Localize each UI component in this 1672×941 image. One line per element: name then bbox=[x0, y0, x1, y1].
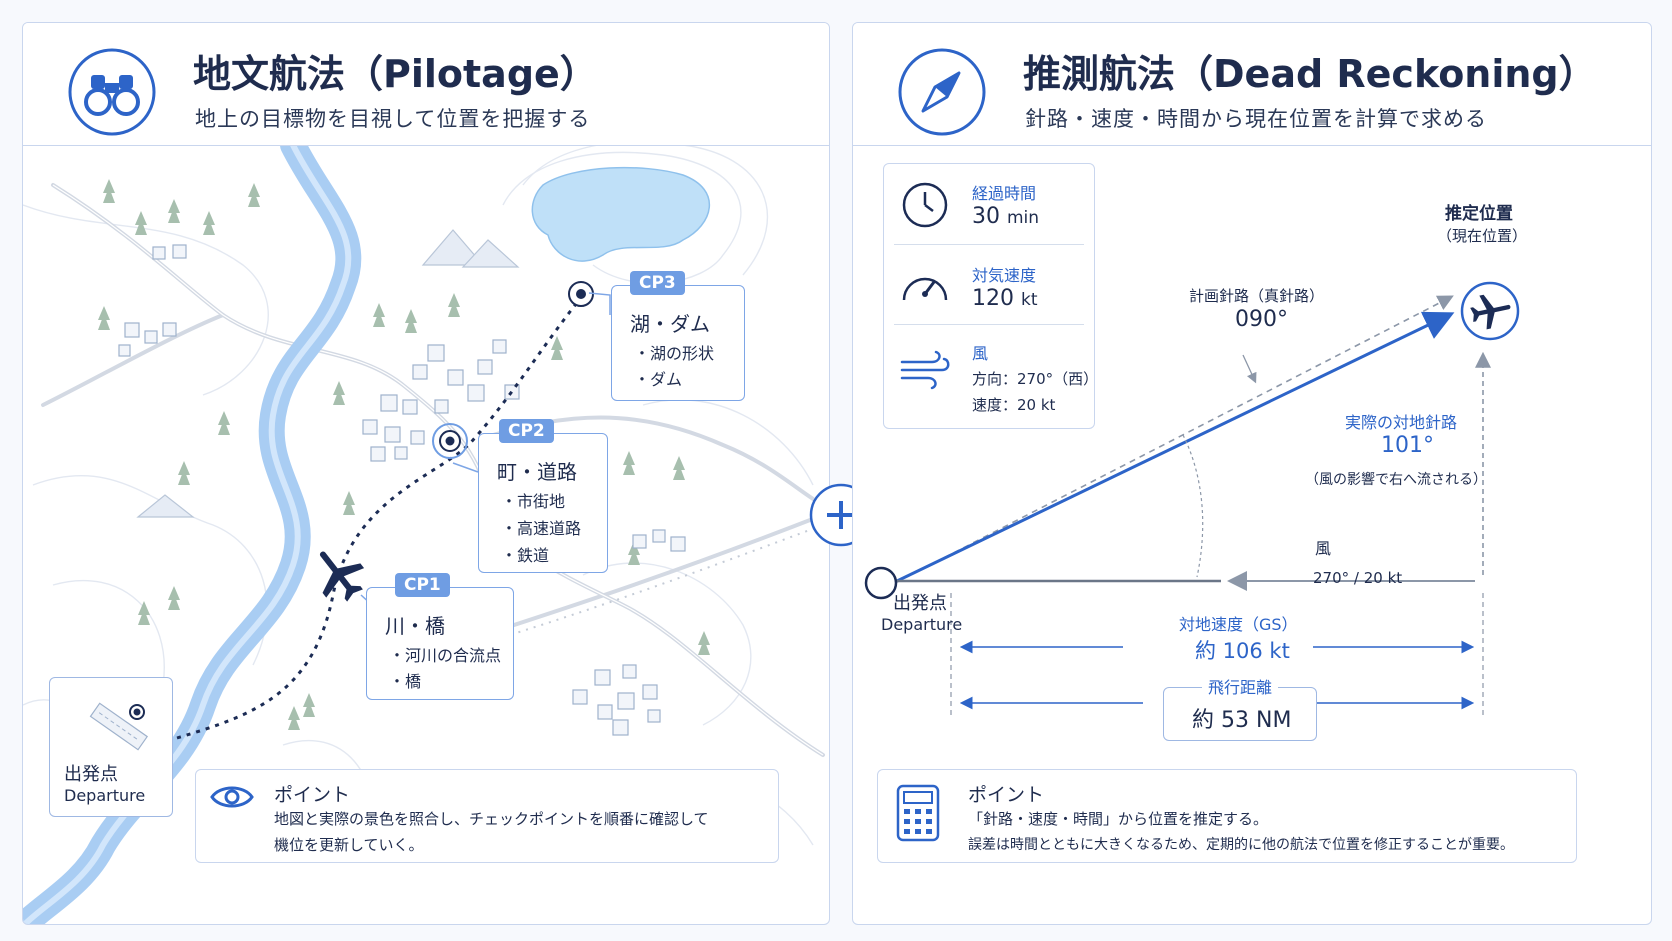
distance-value: 約 53 NM bbox=[1192, 708, 1292, 733]
wind-speed: 速度：20 kt bbox=[972, 396, 1056, 414]
planned-course-label: 計画針路（真針路） bbox=[1189, 287, 1325, 305]
pilotage-subtitle: 地上の目標物を目視して位置を把握する bbox=[195, 107, 591, 131]
pilotage-point-title: ポイント bbox=[274, 784, 351, 806]
pilotage-header: 地文航法（Pilotage） 地上の目標物を目視して位置を把握する bbox=[23, 23, 829, 146]
dr-departure-label-ja: 出発点 bbox=[893, 593, 947, 614]
estimated-position-sublabel: （現在位置） bbox=[1437, 227, 1528, 245]
actual-course-value: 101° bbox=[1381, 433, 1434, 458]
wind-direction: 方向：270°（西） bbox=[972, 370, 1099, 388]
pilotage-point-line: 機位を更新していく。 bbox=[274, 836, 424, 854]
elapsed-value: 30 min bbox=[972, 204, 1040, 229]
pilotage-panel: 地文航法（Pilotage） 地上の目標物を目視して位置を把握する CP3 湖・… bbox=[22, 22, 830, 925]
wind-arrow-value: 270° / 20 kt bbox=[1313, 569, 1403, 587]
compass-icon bbox=[898, 48, 986, 136]
departure-point bbox=[864, 566, 898, 600]
cp1-item: ・橋 bbox=[389, 672, 422, 691]
cp2-item: ・市街地 bbox=[501, 492, 566, 511]
dr-point-title: ポイント bbox=[968, 784, 1045, 806]
dr-point-line: 「針路・速度・時間」から位置を推定する。 bbox=[968, 810, 1269, 828]
estimated-position-marker bbox=[1460, 281, 1520, 341]
dead-reckoning-subtitle: 針路・速度・時間から現在位置を計算で求める bbox=[1025, 107, 1487, 131]
planned-course-value: 090° bbox=[1235, 307, 1288, 332]
eye-icon bbox=[210, 786, 254, 808]
cp2-tag: CP2 bbox=[499, 419, 554, 443]
cp2-marker bbox=[432, 423, 468, 459]
cp3-item: ・ダム bbox=[634, 370, 683, 389]
gauge-icon bbox=[902, 277, 948, 301]
distance-label: 飛行距離 bbox=[1202, 674, 1279, 698]
actual-course-label: 実際の対地針路 bbox=[1345, 413, 1458, 432]
cp3-item: ・湖の形状 bbox=[634, 344, 715, 363]
airplane-icon bbox=[1470, 294, 1511, 330]
distance-box: 飛行距離 約 53 NM bbox=[1163, 674, 1317, 741]
cp1-tag: CP1 bbox=[395, 573, 450, 597]
cp2-item: ・高速道路 bbox=[501, 519, 582, 538]
airspeed-label: 対気速度 bbox=[972, 266, 1037, 285]
cp2-title: 町・道路 bbox=[497, 460, 577, 484]
dead-reckoning-point-box: ポイント 「針路・速度・時間」から位置を推定する。 誤差は時間とともに大きくなる… bbox=[877, 769, 1577, 863]
groundspeed-label: 対地速度（GS） bbox=[1179, 615, 1298, 634]
cp2-callout: CP2 町・道路 ・市街地 ・高速道路 ・鉄道 bbox=[478, 419, 608, 573]
pilotage-map bbox=[23, 145, 825, 924]
groundspeed-value: 約 106 kt bbox=[1195, 639, 1290, 663]
cp3-title: 湖・ダム bbox=[630, 312, 710, 336]
cp2-item: ・鉄道 bbox=[501, 546, 550, 565]
runway-icon bbox=[89, 702, 149, 751]
airspeed-value: 120 kt bbox=[972, 286, 1038, 311]
tree-icons bbox=[98, 179, 710, 730]
dr-departure-label-en: Departure bbox=[881, 615, 963, 634]
dead-reckoning-diagram bbox=[864, 281, 1520, 715]
cp1-title: 川・橋 bbox=[385, 614, 445, 638]
cp1-item: ・河川の合流点 bbox=[389, 646, 502, 665]
cp3-marker bbox=[568, 281, 594, 307]
dead-reckoning-header: 推測航法（Dead Reckoning） 針路・速度・時間から現在位置を計算で求… bbox=[853, 23, 1651, 146]
wind-icon bbox=[900, 350, 950, 390]
pilotage-title: 地文航法（Pilotage） bbox=[193, 52, 598, 96]
wind-label: 風 bbox=[972, 344, 989, 363]
dead-reckoning-title: 推測航法（Dead Reckoning） bbox=[1023, 52, 1597, 96]
flight-info-card: 経過時間 30 min 対気速度 120 kt 風 方向：270°（西） 速度：… bbox=[883, 163, 1099, 429]
cp1-callout: CP1 川・橋 ・河川の合流点 ・橋 bbox=[366, 573, 514, 700]
estimated-position-label: 推定位置 bbox=[1445, 204, 1513, 224]
airplane-icon bbox=[319, 551, 365, 602]
departure-box: 出発点 Departure bbox=[49, 677, 173, 817]
dr-point-line: 誤差は時間とともに大きくなるため、定期的に他の航法で位置を修正することが重要。 bbox=[968, 837, 1514, 853]
departure-label-en: Departure bbox=[64, 786, 146, 805]
pilotage-point-line: 地図と実際の景色を照合し、チェックポイントを順番に確認して bbox=[274, 810, 709, 828]
pilotage-point-box: ポイント 地図と実際の景色を照合し、チェックポイントを順番に確認して 機位を更新… bbox=[195, 769, 779, 863]
departure-label-ja: 出発点 bbox=[64, 764, 118, 785]
elapsed-label: 経過時間 bbox=[972, 184, 1037, 203]
building-icons bbox=[118, 244, 686, 736]
cp3-callout: CP3 湖・ダム ・湖の形状 ・ダム bbox=[611, 271, 745, 401]
actual-course-note: （風の影響で右へ流される） bbox=[1305, 472, 1487, 488]
cp3-tag: CP3 bbox=[630, 271, 685, 295]
wind-arrow-label: 風 bbox=[1315, 539, 1332, 558]
binoculars-icon bbox=[68, 48, 156, 136]
dead-reckoning-panel: 推測航法（Dead Reckoning） 針路・速度・時間から現在位置を計算で求… bbox=[852, 22, 1652, 925]
calculator-icon bbox=[896, 784, 940, 842]
clock-icon bbox=[902, 182, 948, 228]
